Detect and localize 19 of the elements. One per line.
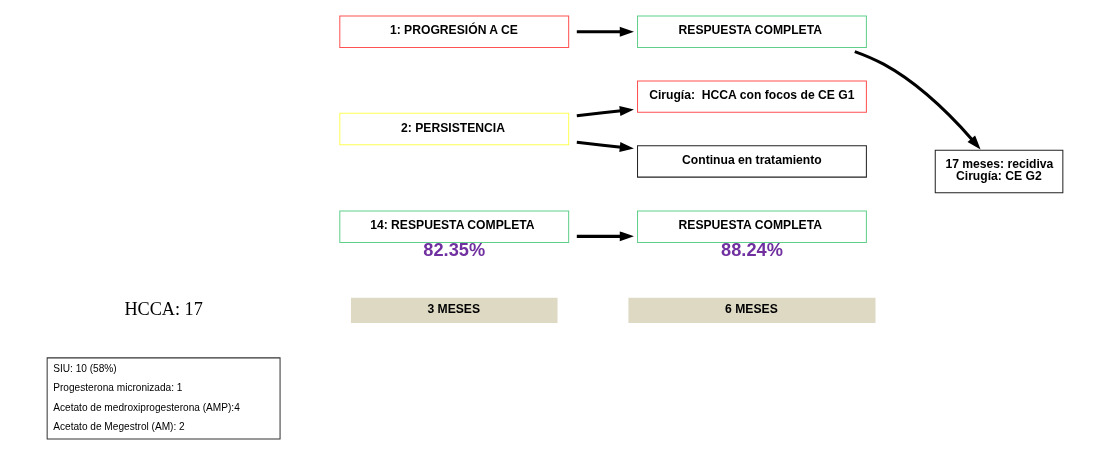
node-box: SIU: 10 (58%) Progesterona micronizada: 1 Acetato de medroxiprogesterona (AMP):4 Acetato de Megestrol (AM): 2 [46,357,281,440]
node-box: RESPUESTA COMPLETA [637,210,867,243]
node-label: 82.35% [423,240,486,261]
node-box: Cirugía: HCCA con focos de CE G1 [637,80,867,113]
node-label: 88.24% [721,240,783,261]
node-box: 2: PERSISTENCIA [339,112,570,146]
node-box: 14: RESPUESTA COMPLETA [339,210,570,243]
arrow [576,106,634,118]
arrow [576,26,634,37]
node-box: 6 MESES [628,297,876,323]
arrow [576,140,634,152]
arrow [576,231,634,242]
node-box: 3 MESES [350,297,558,323]
arrow [854,50,981,150]
node-box: 1: PROGRESIÓN A CE [339,15,570,48]
label: HCCA: 17 [124,298,203,319]
node-box: RESPUESTA COMPLETA [637,15,867,48]
node-box: Continua en tratamiento [637,145,867,178]
node-box: 17 meses: recidiva Cirugía: CE G2 [934,149,1064,194]
